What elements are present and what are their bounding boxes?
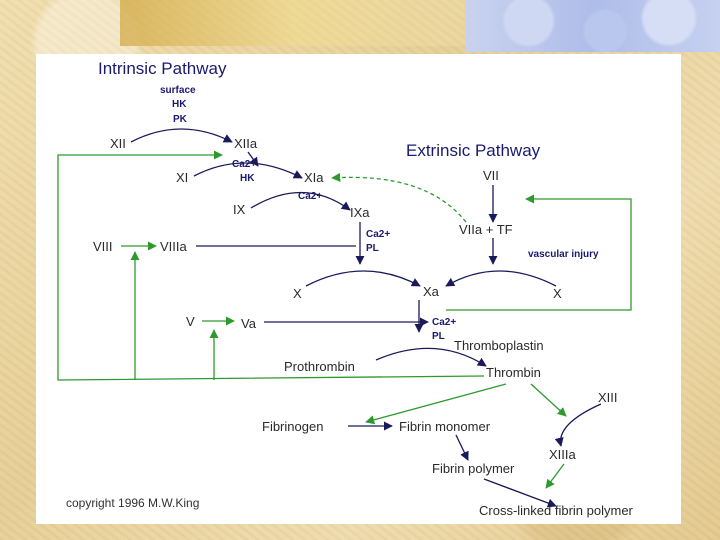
ca2-label-2: Ca2+	[298, 191, 322, 202]
arrow-xiii-xiiia	[554, 403, 602, 447]
copyright-notice: copyright 1996 M.W.King	[66, 496, 199, 510]
factor-ixa: IXa	[350, 205, 370, 220]
feedback-thrombin-xi	[57, 150, 485, 381]
factor-v: V	[186, 314, 195, 329]
extrinsic-pathway-title: Extrinsic Pathway	[406, 141, 541, 160]
ca2-label-1: Ca2+	[232, 159, 256, 170]
arrow-prothrombin-thrombin	[375, 347, 487, 367]
factor-viii: VIII	[93, 239, 113, 254]
factor-x-right: X	[553, 286, 562, 301]
hk-label: HK	[172, 99, 187, 110]
arrow-thrombin-fibrinogen	[365, 383, 507, 425]
fibrin-polymer-label: Fibrin polymer	[432, 461, 515, 476]
coagulation-cascade-diagram: Intrinsic Pathway Extrinsic Pathway surf…	[36, 54, 681, 524]
cascade-svg: Intrinsic Pathway Extrinsic Pathway surf…	[57, 59, 634, 518]
pl-label-2: PL	[432, 331, 445, 342]
factor-xi: XI	[176, 170, 188, 185]
arrow-x-xa-left	[305, 270, 421, 287]
fibrinogen-label: Fibrinogen	[262, 419, 323, 434]
factor-xia: XIa	[304, 170, 324, 185]
arrow-xii-xiia	[130, 128, 233, 143]
factor-xiia: XIIa	[234, 136, 258, 151]
arrow-x-xa-right	[445, 270, 557, 287]
ca2-label-4: Ca2+	[432, 317, 456, 328]
factor-xii: XII	[110, 136, 126, 151]
crosslinked-fibrin-label: Cross-linked fibrin polymer	[479, 503, 634, 518]
surface-label: surface	[160, 85, 196, 96]
arrow-xi-xia	[193, 162, 303, 179]
thrombin-label: Thrombin	[486, 365, 541, 380]
arrow-xiiia-crosslink	[545, 463, 565, 489]
arrow-monomer-polymer	[455, 434, 469, 461]
factor-vii: VII	[483, 168, 499, 183]
arrow-thrombin-xiii	[530, 383, 567, 417]
arrow-ix-ixa	[250, 191, 351, 211]
decorative-banner-left	[120, 0, 470, 46]
intrinsic-pathway-title: Intrinsic Pathway	[98, 59, 227, 78]
pl-label-1: PL	[366, 243, 379, 254]
pk-label: PK	[173, 114, 188, 125]
arrow-xiia-catalyst	[247, 151, 259, 167]
dashed-arrow-viia-xia	[331, 172, 467, 223]
factor-ix: IX	[233, 202, 246, 217]
hk-label-2: HK	[240, 173, 255, 184]
arrow-polymer-crosslinked	[483, 478, 557, 508]
factor-viia-tf: VIIa + TF	[459, 222, 513, 237]
feedback-xa-viia	[446, 194, 632, 311]
factor-xiii: XIII	[598, 390, 618, 405]
prothrombin-label: Prothrombin	[284, 359, 355, 374]
factor-xiiia: XIIIa	[549, 447, 577, 462]
thromboplastin-label: Thromboplastin	[454, 338, 544, 353]
factor-x-left: X	[293, 286, 302, 301]
vascular-injury-label: vascular injury	[528, 249, 599, 260]
fibrin-monomer-label: Fibrin monomer	[399, 419, 491, 434]
decorative-banner-right	[465, 0, 720, 52]
factor-va: Va	[241, 316, 257, 331]
factor-xa: Xa	[423, 284, 440, 299]
factor-viiia: VIIIa	[160, 239, 188, 254]
ca2-label-3: Ca2+	[366, 229, 390, 240]
